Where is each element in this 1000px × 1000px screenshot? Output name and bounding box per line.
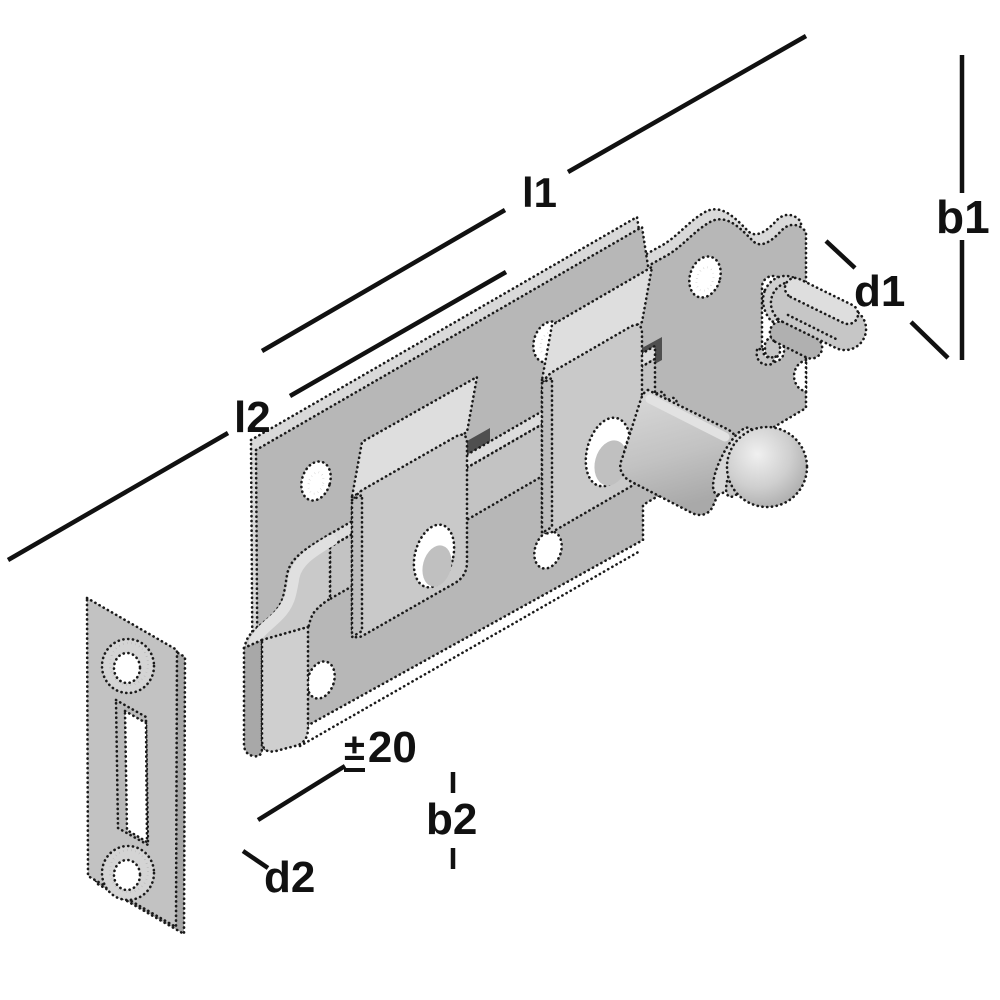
guide-slot-bolt bbox=[422, 545, 452, 587]
shaft-highlight bbox=[645, 394, 730, 442]
plate-edge-notch bbox=[792, 358, 808, 394]
guide-slot-bolt bbox=[594, 440, 628, 486]
dim-line-l1-left bbox=[260, 208, 507, 353]
bolt-knob bbox=[618, 388, 809, 517]
grip-front bbox=[260, 625, 310, 753]
dim-label-d1: d1 bbox=[854, 267, 906, 316]
tolerance-value: 20 bbox=[367, 723, 417, 772]
dim-label-d2: d2 bbox=[264, 853, 316, 902]
dim-line-l1-right bbox=[566, 34, 808, 174]
slide-bolt-assembly bbox=[242, 207, 868, 758]
dim-tick-d1-lower bbox=[909, 320, 950, 360]
screw-hole bbox=[306, 660, 336, 700]
countersunk-hole-inner bbox=[112, 858, 142, 892]
grip-side bbox=[242, 638, 264, 758]
guide-left-edge bbox=[350, 493, 364, 639]
guide-staple-right bbox=[540, 323, 644, 535]
plate-bottom-seam bbox=[298, 549, 642, 748]
strike-plate bbox=[85, 596, 187, 936]
dim-line-l2-left bbox=[6, 431, 230, 562]
bolt-end-grip bbox=[242, 625, 310, 758]
screw-hole bbox=[533, 530, 563, 570]
countersunk-hole-inner bbox=[112, 651, 142, 685]
dim-line-l2-right bbox=[288, 270, 508, 398]
guide-staple-left-top bbox=[350, 375, 479, 499]
screw-hole-inner bbox=[307, 471, 325, 495]
keeper-tip bbox=[755, 346, 778, 366]
shaft-body bbox=[618, 388, 739, 517]
dim-label-l2: l2 bbox=[234, 393, 271, 442]
countersink-ring bbox=[109, 642, 149, 686]
dim-leader-tolerance bbox=[256, 764, 347, 822]
dim-tick-d1-upper bbox=[824, 239, 857, 270]
knob-ball bbox=[725, 425, 809, 509]
keeper-strap-seam bbox=[786, 313, 840, 342]
keeper-strap-top bbox=[783, 276, 860, 326]
keeper-hook bbox=[755, 274, 868, 366]
guide-left-edge bbox=[540, 376, 554, 535]
dimension-lines bbox=[6, 34, 965, 870]
guide-staple-left bbox=[350, 433, 469, 639]
dim-label-l1: l1 bbox=[522, 169, 558, 216]
screw-hole bbox=[300, 460, 332, 502]
plus-minus-sign: ± bbox=[344, 729, 365, 772]
dim-label-tolerance: ±20 bbox=[344, 726, 417, 772]
dim-label-b1: b1 bbox=[936, 191, 990, 243]
dim-tick-d2 bbox=[241, 849, 270, 870]
screw-hole-inner bbox=[695, 266, 715, 292]
strike-slot-opening bbox=[123, 709, 149, 844]
screw-hole bbox=[688, 255, 722, 299]
countersink-ring bbox=[109, 849, 149, 893]
bolt-s-bend-highlight bbox=[248, 534, 338, 649]
dim-label-b2: b2 bbox=[426, 795, 478, 844]
guide-front-face bbox=[350, 433, 469, 639]
